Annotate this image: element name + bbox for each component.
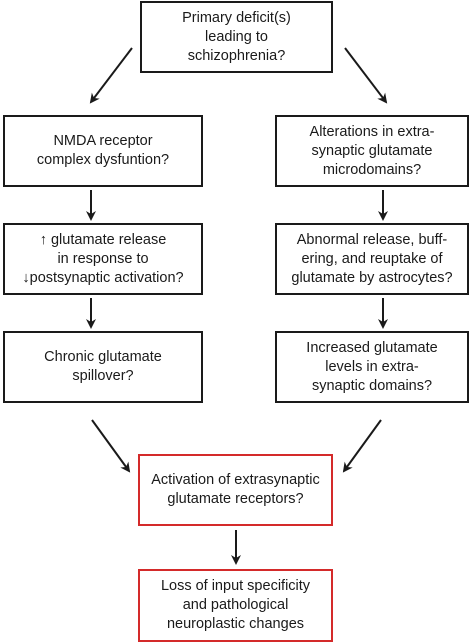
increased-glutamate-line-3: synaptic domains? (311, 377, 433, 394)
arrow-primary-to-alterations (344, 47, 388, 104)
input-specificity-loss-line-3: neuroplastic changes (166, 616, 305, 632)
astrocyte-reuptake-line-1: Abnormal release, buff- (296, 231, 448, 248)
astrocyte-reuptake-line-3: glutamate by astrocytes? (291, 269, 453, 286)
extrasynaptic-alterations-box: Alterations in extra- synaptic glutamate… (275, 115, 469, 187)
glutamate-release-line-1: ↑ glutamate release (39, 231, 167, 248)
extrasynaptic-activation-box: Activation of extrasynaptic glutamate re… (138, 454, 333, 526)
input-specificity-loss-line-2: and pathological (182, 597, 289, 613)
extrasynaptic-activation-line-1: Activation of extrasynaptic (151, 472, 320, 488)
nmda-dysfunction-line-1: NMDA receptor (53, 133, 153, 149)
glutamate-release-line-2: in response to (57, 250, 149, 267)
glutamate-spillover-line-1: Chronic glutamate (44, 349, 162, 365)
primary-deficit-line-2: leading to (205, 28, 268, 45)
arrow-primary-to-nmda (89, 47, 133, 104)
glutamate-release-box: ↑ glutamate release in response to ↓post… (3, 223, 203, 295)
astrocyte-reuptake-line-2: ering, and reuptake of (301, 250, 443, 267)
nmda-dysfunction-line-2: complex dysfuntion? (36, 152, 170, 168)
extrasynaptic-alterations-line-1: Alterations in extra- (309, 123, 435, 140)
primary-deficit-line-3: schizophrenia? (187, 47, 286, 64)
primary-deficit-line-1: Primary deficit(s) (182, 9, 291, 26)
arrow-increased-to-activation (342, 419, 382, 473)
extrasynaptic-activation-line-2: glutamate receptors? (167, 491, 304, 507)
glutamate-spillover-box: Chronic glutamate spillover? (3, 331, 203, 403)
increased-glutamate-line-2: levels in extra- (325, 358, 419, 375)
astrocyte-reuptake-box: Abnormal release, buff- ering, and reupt… (275, 223, 469, 295)
increased-glutamate-line-1: Increased glutamate (306, 339, 438, 356)
extrasynaptic-alterations-line-2: synaptic glutamate (311, 142, 433, 159)
extrasynaptic-alterations-line-3: microdomains? (322, 161, 422, 178)
increased-glutamate-box: Increased glutamate levels in extra- syn… (275, 331, 469, 403)
arrow-spillover-to-activation (91, 419, 131, 473)
nmda-dysfunction-box: NMDA receptor complex dysfuntion? (3, 115, 203, 187)
glutamate-release-line-3: ↓postsynaptic activation? (22, 269, 184, 286)
input-specificity-loss-line-1: Loss of input specificity (160, 578, 311, 594)
glutamate-spillover-line-2: spillover? (72, 368, 134, 384)
primary-deficit-box: Primary deficit(s) leading to schizophre… (140, 1, 333, 73)
input-specificity-loss-box: Loss of input specificity and pathologic… (138, 569, 333, 642)
